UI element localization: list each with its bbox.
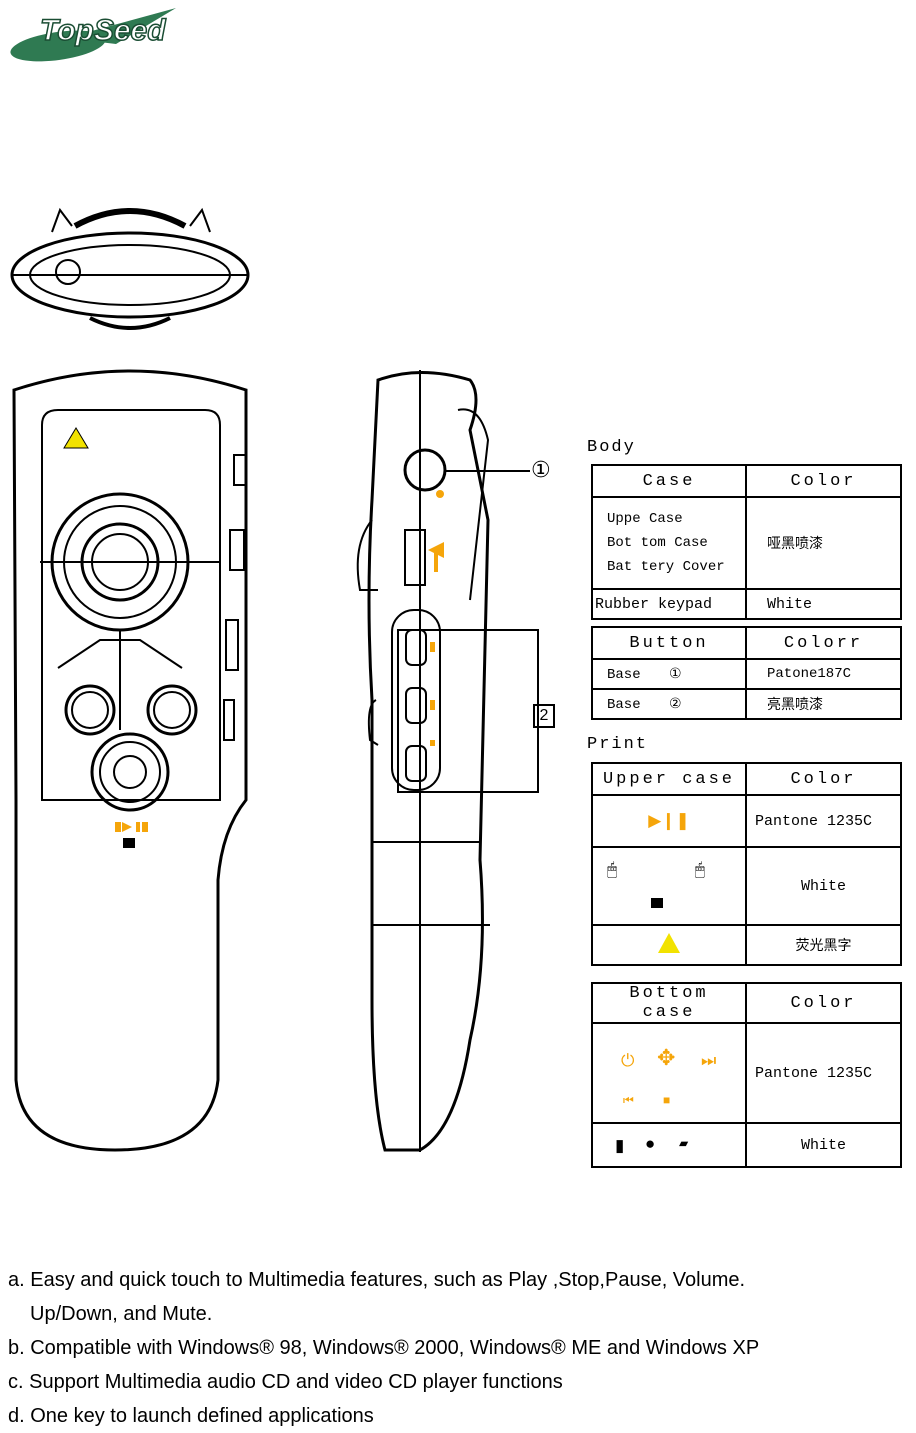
button-row-base1-color: Patone187C: [745, 658, 902, 690]
upper-case-table: Upper case Color ▶❙❚ Pantone 1235C 🖱 🖱 W…: [591, 762, 902, 966]
power-icon: ⏻: [621, 1053, 635, 1072]
callout-2: 2: [533, 704, 555, 728]
upper-row-3-color: 荧光黑字: [745, 924, 902, 966]
feature-d: d. One key to launch defined application…: [8, 1405, 374, 1427]
mouse-right-icon: 🖱: [694, 860, 705, 880]
arrows-icon: ✥: [657, 1047, 676, 1072]
stop-icon: ■: [663, 1094, 671, 1108]
button-base-label: Base: [607, 666, 641, 683]
bottom-header-color: Color: [745, 982, 902, 1024]
body-row-color: 哑黑喷漆: [745, 496, 902, 590]
bottom-row-black-icons-cell: ▮ ● ▰: [591, 1122, 747, 1168]
upper-row-2-color: White: [745, 846, 902, 926]
case-item: Bot tom Case: [607, 535, 708, 551]
button-base-mark: ②: [669, 695, 682, 712]
upper-row-mouse-icons-cell: 🖱 🖱: [591, 846, 747, 926]
callout-1: ①: [531, 458, 551, 483]
button-header-button: Button: [591, 626, 747, 660]
dot-icon: ●: [645, 1136, 656, 1155]
print-section-title: Print: [587, 735, 649, 754]
upper-header-case: Upper case: [591, 762, 747, 796]
logo-text: TopSeed: [40, 14, 166, 47]
feature-b: b. Compatible with Windows® 98, Windows®…: [8, 1337, 760, 1359]
bottom-row-1-color: Pantone 1235C: [745, 1022, 902, 1124]
topseed-logo: TopSeed: [10, 8, 176, 62]
case-item: Uppe Case: [607, 511, 683, 527]
feature-a: a. Easy and quick touch to Multimedia fe…: [8, 1269, 746, 1291]
upper-row-1-color: Pantone 1235C: [745, 794, 902, 848]
button-table: Button Colorr Base ① Patone187C Base ② 亮…: [591, 626, 902, 720]
f4-key-icon: [651, 898, 663, 908]
upper-row-warning-icon-cell: [591, 924, 747, 966]
bottom-case-table: Bottom case Color ⏻ ✥ ⏭ ⏮ ■ Pantone 1235…: [591, 982, 902, 1168]
remote-drawing: [10, 207, 539, 1152]
body-header-case: Case: [591, 464, 747, 498]
battery-icon: ▮: [615, 1138, 625, 1157]
mouse-left-icon: 🖱: [607, 860, 618, 880]
feature-a-cont: Up/Down, and Mute.: [30, 1303, 213, 1325]
body-row-keypad: Rubber keypad: [591, 588, 747, 620]
warning-icon: [658, 932, 680, 953]
feature-list: a. Easy and quick touch to Multimedia fe…: [8, 1263, 908, 1433]
bottom-row-orange-icons-cell: ⏻ ✥ ⏭ ⏮ ■: [591, 1022, 747, 1124]
bottom-header-case: Bottom case: [591, 982, 747, 1024]
upper-header-color: Color: [745, 762, 902, 796]
body-row-cases: Uppe Case Bot tom Case Bat tery Cover: [591, 496, 747, 590]
play-pause-icon: ▶❙❚: [648, 812, 690, 832]
case-item: Bat tery Cover: [607, 559, 725, 575]
body-section-title: Body: [587, 438, 636, 457]
upper-row-play-icon-cell: ▶❙❚: [591, 794, 747, 848]
prev-track-icon: ⏮: [623, 1094, 634, 1108]
button-base-label: Base: [607, 696, 641, 713]
button-row-base2: Base ②: [591, 688, 747, 720]
next-track-icon: ⏭: [701, 1053, 717, 1072]
button-base-mark: ①: [669, 665, 682, 682]
body-table: Case Color Uppe Case Bot tom Case Bat te…: [591, 464, 902, 620]
f-key-icon: ▰: [679, 1137, 689, 1151]
button-header-color: Colorr: [745, 626, 902, 660]
body-row-keypad-color: White: [745, 588, 902, 620]
button-row-base1: Base ①: [591, 658, 747, 690]
button-row-base2-color: 亮黑喷漆: [745, 688, 902, 720]
feature-c: c. Support Multimedia audio CD and video…: [8, 1371, 563, 1393]
bottom-row-2-color: White: [745, 1122, 902, 1168]
body-header-color: Color: [745, 464, 902, 498]
